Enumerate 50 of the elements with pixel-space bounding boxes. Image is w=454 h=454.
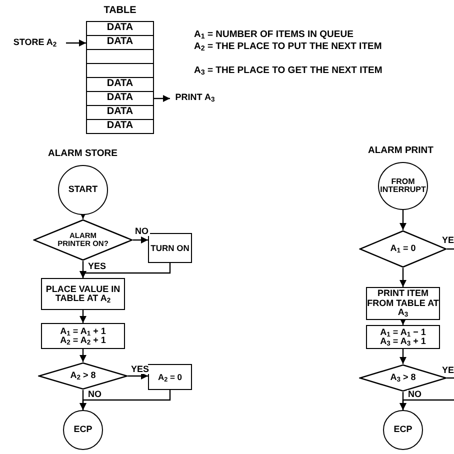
arrow bbox=[80, 212, 86, 219]
empty-table-cell bbox=[86, 63, 154, 78]
process-box: A$_{2}$ = 0 bbox=[148, 364, 192, 390]
table-cell: DATA bbox=[86, 35, 154, 50]
edge-label: YE bbox=[441, 236, 454, 245]
pointer-label: STORE A$_{2}$ bbox=[4, 36, 66, 50]
definition-note: A$_{2}$ = THE PLACE TO PUT THE NEXT ITEM bbox=[194, 41, 382, 52]
edge-label: YES bbox=[130, 365, 150, 374]
arrow bbox=[128, 372, 148, 380]
table-heading: TABLE bbox=[104, 6, 136, 16]
connector-line bbox=[447, 377, 454, 379]
edge-label: YES bbox=[87, 262, 108, 271]
start-terminal: START bbox=[58, 165, 108, 215]
arrow bbox=[154, 95, 170, 102]
connector-line bbox=[447, 248, 454, 250]
arrow bbox=[400, 349, 406, 364]
process-box: PRINT ITEM FROM TABLE AT A$_{3}$ bbox=[366, 287, 440, 320]
definition-note: A$_{1}$ = NUMBER OF ITEMS IN QUEUE bbox=[194, 29, 354, 40]
arrow bbox=[400, 210, 406, 230]
edge-label: NO bbox=[87, 390, 102, 399]
start-terminal: FROM INTERRUPT bbox=[378, 162, 428, 210]
arrow bbox=[66, 40, 86, 46]
flowchart-title: ALARM PRINT bbox=[368, 145, 434, 156]
arrow bbox=[80, 390, 171, 410]
table-cell: DATA bbox=[86, 21, 154, 36]
arrow bbox=[400, 399, 454, 410]
arrow bbox=[80, 310, 86, 323]
arrow bbox=[80, 263, 171, 278]
edge-label: NO bbox=[134, 227, 150, 236]
empty-table-cell bbox=[86, 49, 154, 64]
arrow bbox=[133, 236, 148, 244]
table-cell: DATA bbox=[86, 119, 154, 134]
arrow bbox=[400, 318, 406, 325]
process-box: A$_{1}$ = A$_{1}$ + 1 A$_{2}$ = A$_{2}$ + 1 bbox=[41, 323, 125, 349]
edge-label: NO bbox=[407, 390, 422, 399]
process-box: TURN ON bbox=[148, 233, 192, 263]
table-cell: DATA bbox=[86, 105, 154, 120]
table-cell: DATA bbox=[86, 77, 154, 92]
pointer-label: PRINT A$_{3}$ bbox=[170, 91, 220, 105]
definition-note: A$_{3}$ = THE PLACE TO GET THE NEXT ITEM bbox=[194, 65, 382, 76]
arrow bbox=[400, 268, 406, 287]
end-terminal: ECP bbox=[383, 410, 423, 450]
decision-diamond: A$_{2}$ > 8 bbox=[38, 362, 128, 390]
process-box: PLACE VALUE IN TABLE AT A$_{2}$ bbox=[41, 278, 125, 310]
process-box: A$_{1}$ = A$_{1}$ − 1 A$_{3}$ = A$_{3}$ + 1 bbox=[366, 325, 440, 349]
arrow bbox=[80, 349, 86, 362]
edge-label: YE bbox=[441, 366, 454, 375]
end-terminal: ECP bbox=[63, 410, 103, 450]
table-cell: DATA bbox=[86, 91, 154, 106]
flowchart-title: ALARM STORE bbox=[48, 148, 118, 159]
